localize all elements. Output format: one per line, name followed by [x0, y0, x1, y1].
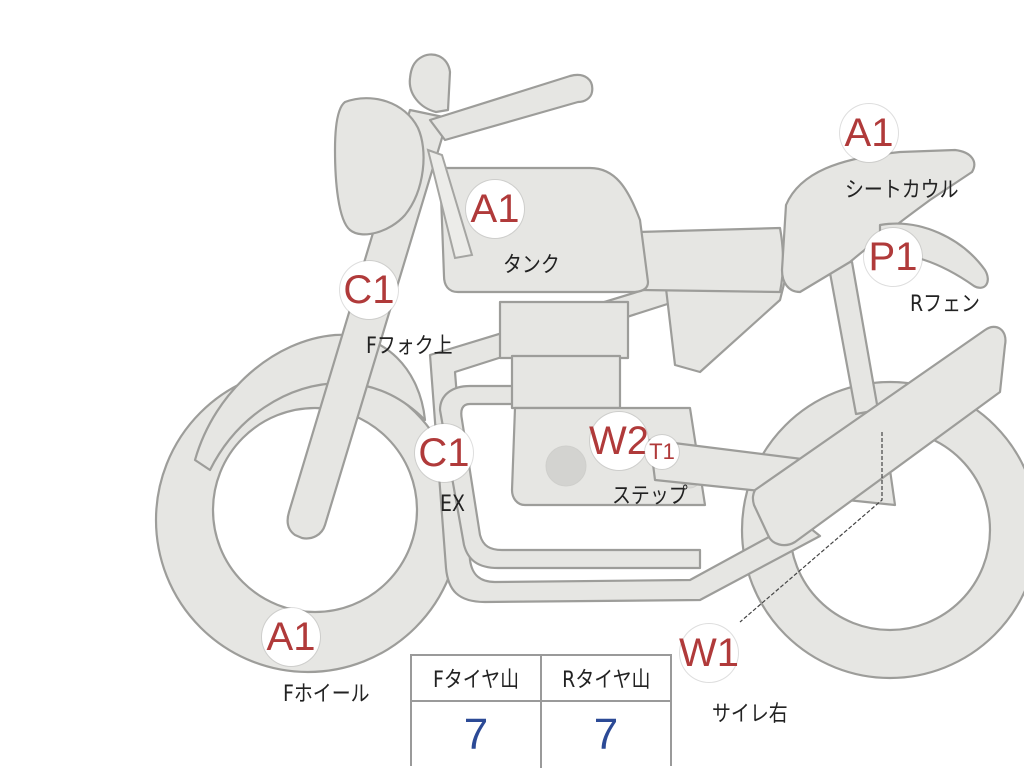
front-tread-value: 7: [463, 710, 489, 759]
muffler: [751, 325, 1007, 547]
marker-code-rear-fender: P1: [864, 228, 922, 286]
tread-table-header-row: Fタイヤ山 Rタイヤ山: [412, 656, 670, 702]
seat-cowl: [780, 148, 976, 294]
tread-table-value-row: 7 7: [412, 702, 670, 768]
mirror: [408, 53, 452, 114]
marker-code-seat-cowl: A1: [840, 104, 898, 162]
front-tread-header: Fタイヤ山: [433, 668, 519, 693]
marker-code-step: W2: [589, 412, 649, 470]
marker-code-tank: A1: [466, 180, 524, 238]
marker-code-front-wheel: A1: [262, 608, 320, 666]
marker-label-rear-fender: Rフェン: [910, 292, 980, 317]
frame-inner: [438, 384, 702, 570]
rear-tread-value: 7: [540, 702, 670, 768]
marker-code-exhaust: C1: [415, 424, 473, 482]
seat: [636, 226, 785, 294]
marker-code-step-t1: T1: [645, 435, 679, 469]
tire-tread-table: Fタイヤ山 Rタイヤ山 7 7: [410, 654, 672, 768]
marker-label-exhaust: EX: [440, 492, 465, 517]
marker-label-seat-cowl: シートカウル: [845, 178, 959, 203]
rear-tread-header: Rタイヤ山: [540, 656, 670, 700]
front-fork: [286, 108, 450, 540]
marker-label-tank: タンク: [503, 253, 560, 278]
marker-label-fork-upper: Fフォク上: [366, 334, 453, 359]
marker-code-fork-upper: C1: [340, 261, 398, 319]
headlight: [333, 97, 425, 236]
marker-label-muffler-right: サイレ右: [712, 702, 788, 727]
rear-subframe: [826, 260, 880, 416]
marker-code-muffler-right: W1: [679, 624, 739, 682]
frame-lower: [428, 283, 822, 604]
side-cover: [663, 278, 787, 374]
front-fork-inner: [426, 148, 474, 260]
marker-label-front-wheel: Fホイール: [283, 682, 370, 707]
muffler-pointer-line: [739, 432, 883, 623]
marker-label-step: ステップ: [612, 484, 688, 509]
handlebar: [428, 73, 594, 142]
